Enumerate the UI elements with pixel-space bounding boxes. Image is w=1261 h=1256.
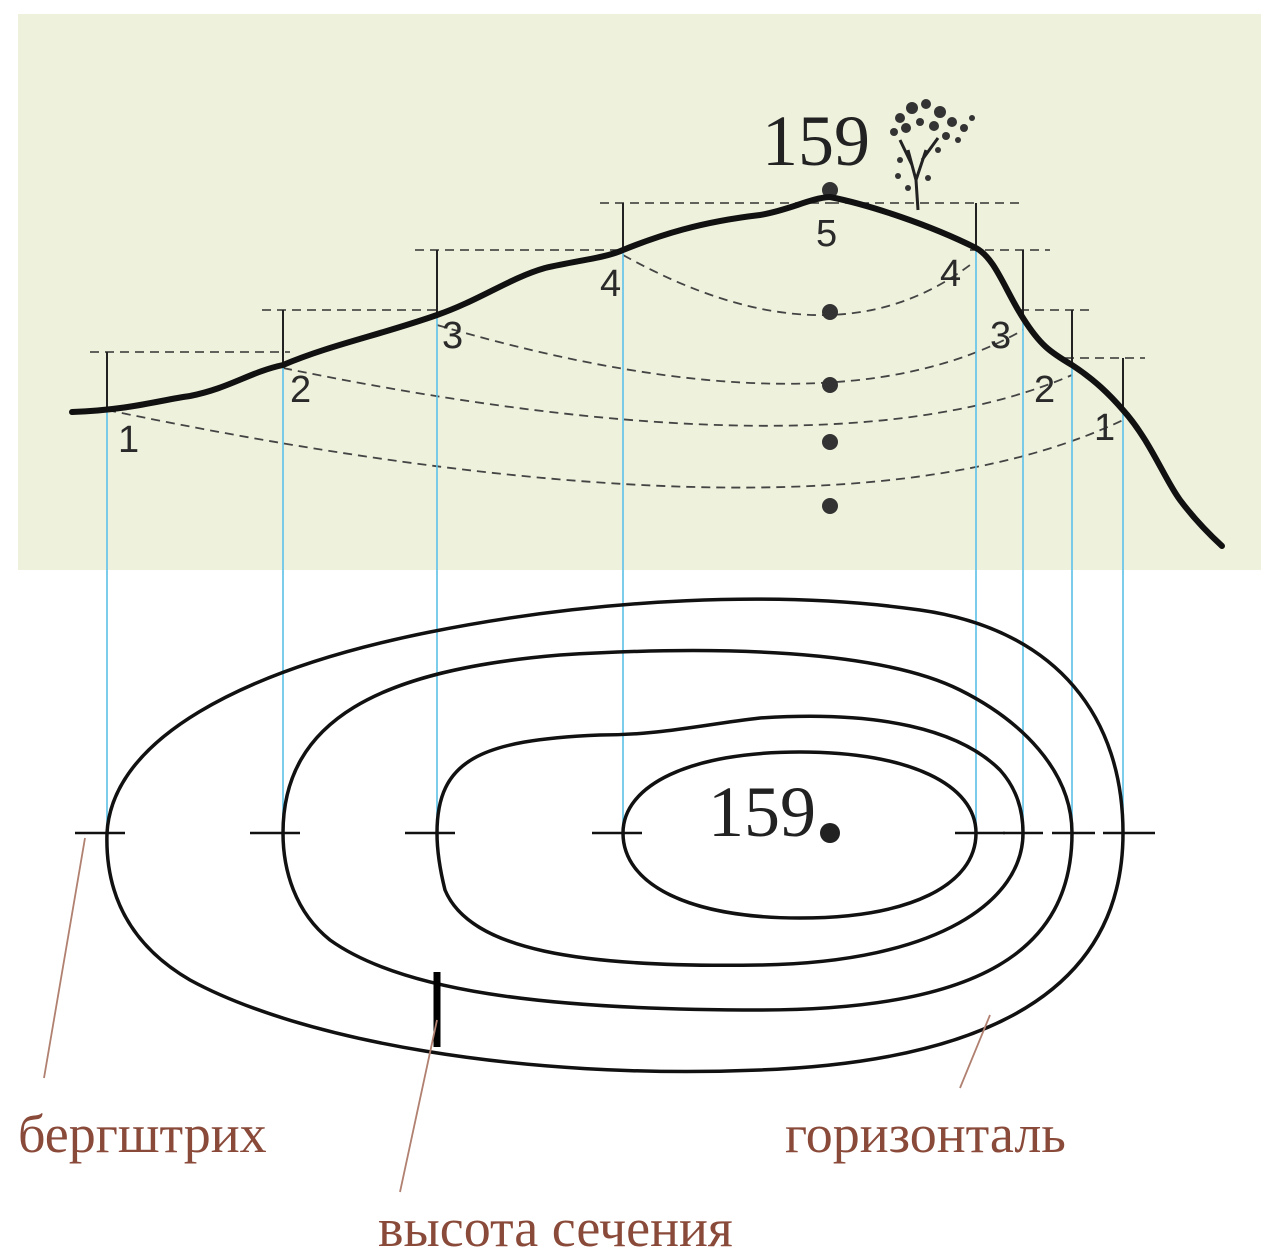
caption-contour: горизонталь [785,1104,1066,1164]
profile-ticks [106,203,1124,412]
level-label-right-1: 1 [1094,407,1115,449]
level-label-left-4: 4 [600,263,621,305]
level-label-right-4: 4 [940,253,961,295]
section-arcs [106,254,1124,489]
plan-peak-dot [820,823,840,843]
level-label-left-3: 3 [442,315,463,357]
contour-4 [621,750,978,920]
level-label-right-3: 3 [990,315,1011,357]
contour-3 [435,714,1025,968]
profile-level-labels: 1 2 3 4 5 4 3 2 1 [118,213,1115,461]
level-label-left-2: 2 [290,369,311,411]
profile-peak-elevation: 159 [762,101,870,181]
caption-section-height: высота сечения [378,1198,733,1256]
level-label-left-1: 1 [118,419,139,461]
terrain-profile [69,194,1225,549]
plan-peak-elevation: 159 [708,772,816,852]
contour-1 [105,597,1125,1074]
profile-panel [18,14,1261,570]
level-label-top-5: 5 [816,213,837,255]
contour-2 [281,648,1074,1012]
tree-icon [890,99,975,211]
level-label-right-2: 2 [1034,369,1055,411]
caption-bergstrich: бергштрих [18,1104,267,1164]
leader-lines [43,837,991,1193]
center-dots [822,182,838,514]
contour-lines [105,597,1125,1074]
